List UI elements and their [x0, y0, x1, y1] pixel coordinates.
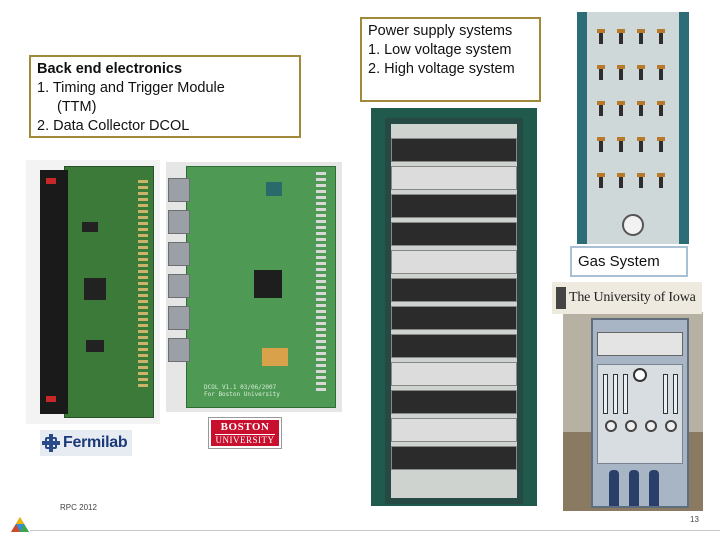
boston-university-line2: UNIVERSITY	[215, 434, 275, 445]
dcol-ethernet-port	[168, 178, 190, 202]
flowmeter	[673, 374, 678, 414]
gas-panel-photo	[577, 12, 689, 244]
power-supply-callout: Power supply systems 1. Low voltage syst…	[360, 17, 541, 102]
dcol-ethernet-port	[168, 306, 190, 330]
back-end-title: Back end electronics	[37, 61, 183, 77]
gas-panel-plate	[587, 12, 679, 244]
gas-valve	[637, 29, 645, 44]
dcol-board-label: DCOL V1.1 03/06/2007 For Boston Universi…	[204, 384, 280, 398]
gas-valve	[637, 173, 645, 188]
iowa-seal-icon	[556, 287, 566, 309]
rack-unit	[391, 418, 517, 442]
ttm-chip	[84, 278, 106, 300]
dcol-component	[262, 348, 288, 366]
gas-valve	[597, 137, 605, 152]
ttm-chip	[86, 340, 104, 352]
rack-unit	[391, 194, 517, 218]
rack-unit	[391, 446, 517, 470]
gas-valve	[637, 65, 645, 80]
fermilab-logo: Fermilab	[40, 430, 132, 456]
dcol-fpga-chip	[254, 270, 282, 298]
iowa-wordmark: The University of Iowa	[569, 290, 696, 305]
ttm-chip	[82, 222, 98, 232]
footer-divider	[30, 530, 720, 531]
power-item-high-voltage: 2. High voltage system	[368, 61, 515, 77]
dcol-ethernet-port	[168, 210, 190, 234]
dcol-board-label-line2: For Boston University	[204, 391, 280, 398]
ttm-led	[46, 396, 56, 402]
regulator-icon	[605, 420, 617, 432]
university-of-iowa-logo: The University of Iowa	[552, 282, 702, 314]
gas-valve	[617, 137, 625, 152]
regulator-icon	[645, 420, 657, 432]
gas-valve	[617, 65, 625, 80]
gas-valve	[657, 173, 665, 188]
fermilab-mark-icon	[42, 434, 60, 452]
gas-valve	[597, 101, 605, 116]
regulator-icon	[625, 420, 637, 432]
flowmeter	[623, 374, 628, 414]
rack-unit	[391, 222, 517, 246]
boston-university-logo: BOSTON UNIVERSITY	[208, 417, 282, 449]
gas-valve	[617, 101, 625, 116]
ttm-led	[46, 178, 56, 184]
flowmeter	[663, 374, 668, 414]
regulator-icon	[665, 420, 677, 432]
gas-valve	[597, 65, 605, 80]
gas-bottle	[609, 470, 619, 506]
gas-valve	[657, 65, 665, 80]
iowa-controller-box	[597, 332, 683, 356]
gas-valve	[597, 173, 605, 188]
gas-valve	[637, 101, 645, 116]
rack-unit	[391, 166, 517, 190]
rack-unit	[391, 306, 517, 330]
dcol-ethernet-port	[168, 242, 190, 266]
dcol-edge-connector	[316, 172, 326, 392]
presentation-logo-icon	[11, 517, 29, 532]
gas-valve	[657, 29, 665, 44]
rack-unit	[391, 278, 517, 302]
power-supply-rack-photo	[371, 108, 537, 506]
gas-bottle	[649, 470, 659, 506]
power-item-low-voltage: 1. Low voltage system	[368, 42, 512, 58]
gas-valve	[597, 29, 605, 44]
dcol-board-photo: DCOL V1.1 03/06/2007 For Boston Universi…	[166, 162, 342, 412]
rack-unit	[391, 362, 517, 386]
rack-unit	[391, 390, 517, 414]
rack-unit	[391, 250, 517, 274]
rack-unit	[391, 334, 517, 358]
flowmeter	[603, 374, 608, 414]
back-end-item-ttm: 1. Timing and Trigger Module	[37, 80, 225, 96]
back-end-electronics-callout: Back end electronics 1. Timing and Trigg…	[29, 55, 301, 138]
gas-valve	[637, 137, 645, 152]
back-end-item-dcol: 2. Data Collector DCOL	[37, 118, 190, 134]
footer-conference-label: RPC 2012	[60, 503, 97, 512]
gas-title: Gas System	[578, 253, 660, 270]
power-title: Power supply systems	[368, 23, 513, 39]
gas-system-callout: Gas System	[570, 246, 688, 277]
boston-university-line1: BOSTON	[220, 421, 270, 433]
ttm-edge-connector	[138, 180, 148, 390]
dcol-board-label-line1: DCOL V1.1 03/06/2007	[204, 384, 277, 391]
pressure-gauge-icon	[633, 368, 647, 382]
page-number: 13	[690, 515, 699, 524]
rack-unit	[391, 138, 517, 162]
gas-valve	[657, 137, 665, 152]
gas-valve	[617, 29, 625, 44]
pressure-gauge-icon	[622, 214, 644, 236]
gas-valve	[657, 101, 665, 116]
dcol-ethernet-port	[168, 338, 190, 362]
dcol-ethernet-port	[168, 274, 190, 298]
ttm-front-panel	[40, 170, 68, 414]
ttm-board-photo	[26, 160, 160, 424]
flowmeter	[613, 374, 618, 414]
gas-valve	[617, 173, 625, 188]
fermilab-wordmark: Fermilab	[63, 434, 128, 451]
dcol-chip	[266, 182, 282, 196]
iowa-gas-system-photo	[563, 312, 703, 511]
gas-bottle	[629, 470, 639, 506]
back-end-item-ttm-abbrev: (TTM)	[57, 99, 97, 115]
